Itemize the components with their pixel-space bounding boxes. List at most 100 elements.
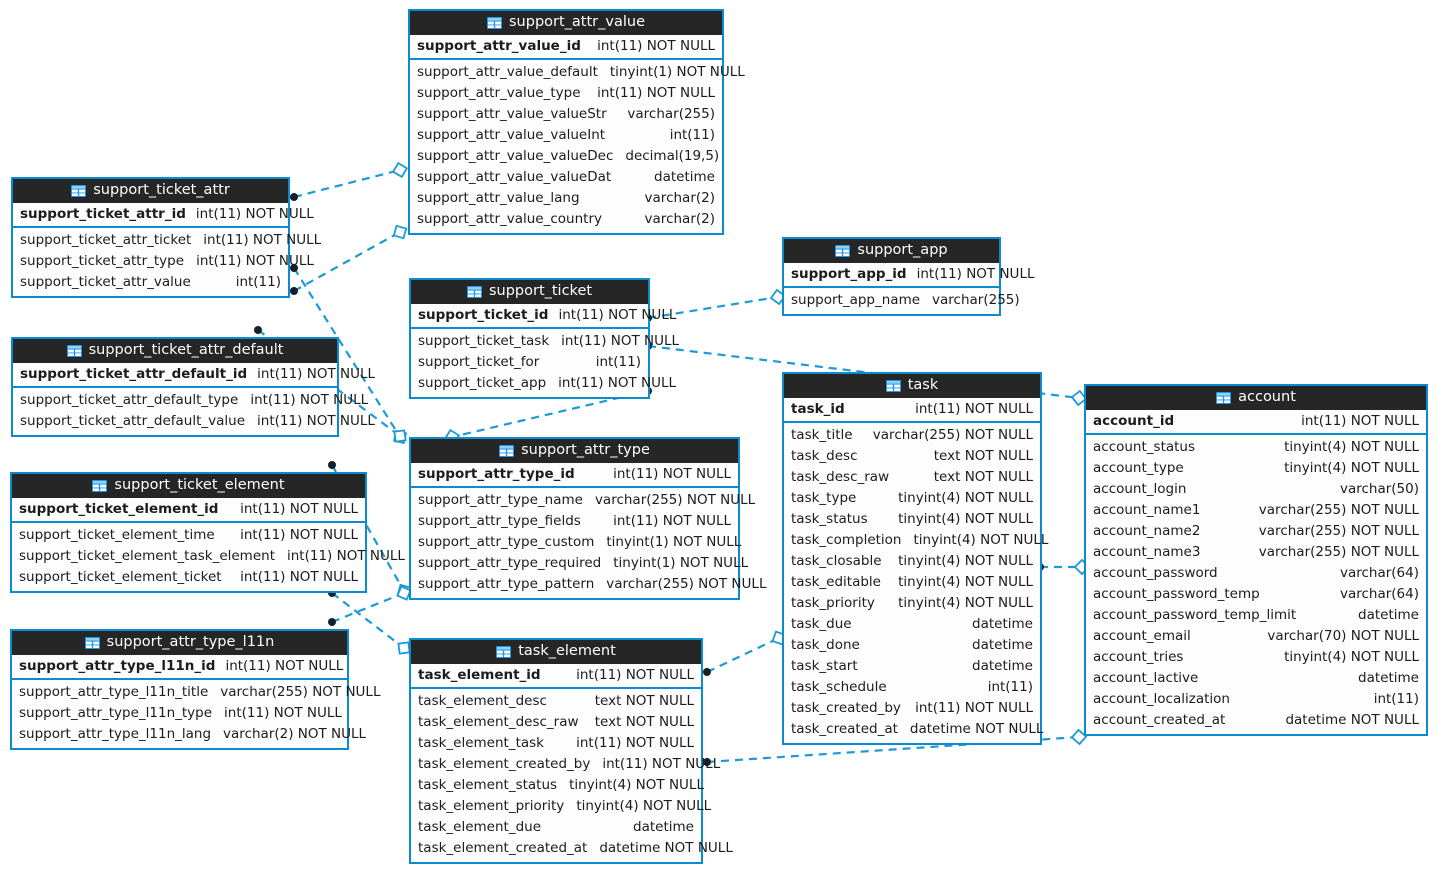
entity-header[interactable]: support_attr_value <box>410 11 722 35</box>
entity-header[interactable]: support_app <box>784 239 999 263</box>
entity-header[interactable]: support_ticket_element <box>12 474 365 498</box>
entity-header[interactable]: support_ticket_attr_default <box>13 339 337 363</box>
entity-header[interactable]: support_attr_type <box>411 439 738 463</box>
entity-header[interactable]: account <box>1086 386 1426 410</box>
relationship-line <box>1036 558 1091 576</box>
column-name: support_ticket_id <box>418 307 549 323</box>
entity-header[interactable]: support_attr_type_l11n <box>12 631 347 655</box>
entity-header[interactable]: task <box>784 374 1040 398</box>
entity-header[interactable]: support_ticket <box>411 280 648 304</box>
entity-header[interactable]: task_element <box>411 640 701 664</box>
entity-header[interactable]: support_ticket_attr <box>13 179 288 203</box>
